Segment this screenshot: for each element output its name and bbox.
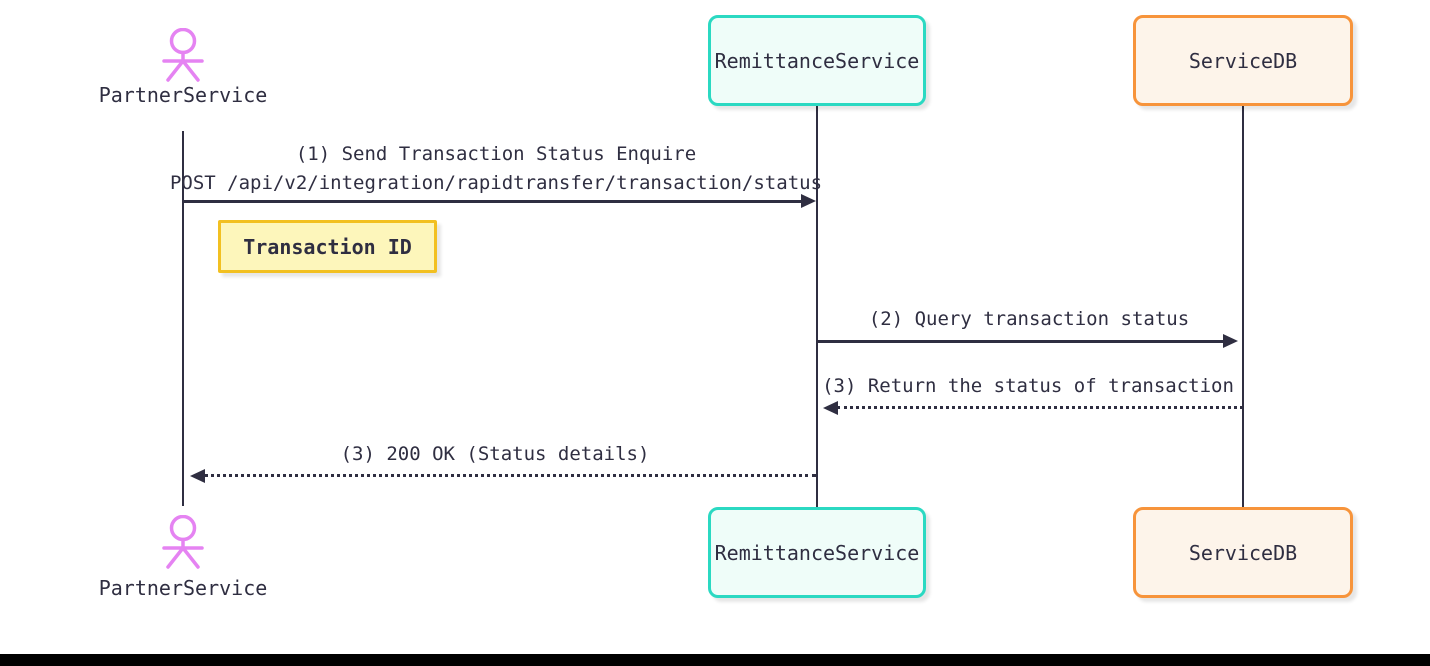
actor-label-partnerservice-top: PartnerService	[98, 83, 268, 107]
message-4-arrowhead	[190, 469, 205, 483]
message-2-line	[817, 340, 1224, 343]
participant-remittanceservice-bottom: RemittanceService	[708, 507, 926, 598]
message-3-line1: (3) Return the status of transaction	[822, 375, 1234, 397]
message-2-line1: (2) Query transaction status	[868, 308, 1190, 330]
lifeline-servicedb	[1241, 106, 1244, 507]
message-3-label: (3) Return the status of transaction	[810, 372, 1246, 401]
person-icon	[162, 515, 204, 569]
bottom-bar	[0, 654, 1430, 666]
participant-label: RemittanceService	[714, 48, 920, 73]
message-1-arrowhead	[801, 194, 816, 208]
message-3-arrowhead	[823, 401, 838, 415]
participant-label: RemittanceService	[714, 540, 920, 565]
participant-servicedb-top: ServiceDB	[1133, 15, 1353, 106]
lifeline-partnerservice	[181, 131, 184, 506]
message-2-arrowhead	[1223, 334, 1238, 348]
participant-label: ServiceDB	[1188, 48, 1298, 73]
message-1-line2: POST /api/v2/integration/rapidtransfer/t…	[169, 172, 823, 194]
message-3-line	[837, 406, 1243, 409]
message-1-line	[183, 200, 803, 203]
message-2-label: (2) Query transaction status	[817, 305, 1241, 334]
participant-servicedb-bottom: ServiceDB	[1133, 507, 1353, 598]
participant-label: ServiceDB	[1188, 540, 1298, 565]
message-4-line1: (3) 200 OK (Status details)	[340, 443, 650, 465]
message-4-label: (3) 200 OK (Status details)	[145, 440, 845, 469]
actor-label-partnerservice-bottom: PartnerService	[98, 576, 268, 600]
participant-remittanceservice-top: RemittanceService	[708, 15, 926, 106]
message-1-label: (1) Send Transaction Status Enquire POST…	[140, 140, 852, 198]
message-1-line1: (1) Send Transaction Status Enquire	[295, 143, 697, 165]
note-transaction-id: Transaction ID	[218, 220, 437, 273]
person-icon	[162, 28, 204, 82]
note-label: Transaction ID	[243, 234, 412, 259]
message-4-line	[204, 474, 816, 477]
lifeline-remittanceservice	[815, 106, 818, 507]
